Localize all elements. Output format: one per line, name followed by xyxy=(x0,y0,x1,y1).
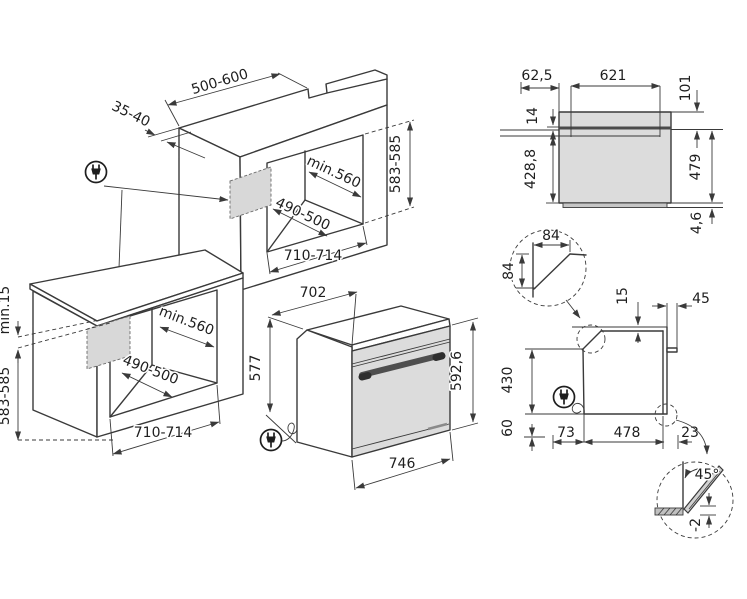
base-cabinet-socket-area xyxy=(86,315,131,370)
profile-rear-bracket xyxy=(666,347,678,353)
dim-niche-height-label: 583-585 xyxy=(388,135,404,194)
oven-door-handle xyxy=(358,352,446,381)
dim-profile-front-inset-label: 73 xyxy=(557,425,575,441)
dim-niche-width: 710-714 xyxy=(266,225,368,275)
angle-detail-angle-label: 45° xyxy=(695,467,720,483)
dim-top-inset-label: 101 xyxy=(678,75,694,102)
dim-profile-rear-gap: 45 xyxy=(652,290,711,348)
dim-base-gap-label: 4,6 xyxy=(689,212,705,234)
dim-oven-depth: 702 xyxy=(267,284,358,346)
dim-oven-front-height: 592,6 xyxy=(448,317,479,431)
tall-cabinet-socket-area xyxy=(229,166,272,220)
dim-profile-bottom: 73 478 23 xyxy=(552,416,700,449)
dim-profile-support-length-label: 478 xyxy=(614,425,641,441)
installation-profile-view: 15 45 430 60 xyxy=(499,286,711,455)
angle-detail-circle xyxy=(656,461,734,539)
dim-oven-front-height-label: 592,6 xyxy=(449,351,465,391)
oven-side-view: 62,5 621 101 14 428,8 xyxy=(500,67,723,236)
dim-rear-height: 479 xyxy=(671,129,723,204)
oven-plug-icon xyxy=(259,428,283,452)
tall-cabinet-view: 500-600 35-40 min.560 490-500 710-714 xyxy=(107,65,415,291)
dim-lower-height-label: 428,8 xyxy=(523,149,539,189)
profile-plug-icon xyxy=(552,385,576,409)
dim-profile-plinth: 60 xyxy=(499,418,545,451)
dim-base-gap: 4,6 xyxy=(667,207,723,236)
dim-profile-rear-gap-label: 45 xyxy=(692,291,710,307)
dim-rear-height-label: 479 xyxy=(688,154,704,181)
dim-lower-height: 428,8 xyxy=(522,136,559,204)
dim-oven-body-height: 577 xyxy=(247,318,297,444)
angle-detail-rail xyxy=(683,465,724,514)
profile-corner-marker xyxy=(654,403,678,427)
dim-top-clearance: min.15 xyxy=(0,284,111,363)
dim-front-offset-label: 62,5 xyxy=(521,68,552,84)
dim-chamfer-height-label: 84 xyxy=(501,262,517,280)
dim-profile-top-gap-label: 15 xyxy=(615,287,631,305)
dim-base-niche-height: 583-585 xyxy=(0,349,113,441)
dim-trim-height-label: 14 xyxy=(525,107,541,125)
dim-oven-body-height-label: 577 xyxy=(248,355,264,382)
dim-profile-side-height-label: 430 xyxy=(500,367,516,394)
power-plug-icon xyxy=(84,160,108,184)
dim-profile-plinth-label: 60 xyxy=(500,419,516,437)
dim-top-front-gap-label: 35-40 xyxy=(109,98,153,130)
dim-profile-top-gap: 15 xyxy=(614,286,642,343)
side-view-dark-band xyxy=(559,126,671,130)
chamfer-detail-circle xyxy=(509,229,587,307)
dim-front-offset: 62,5 xyxy=(520,67,560,112)
base-cabinet-view: min.15 583-585 min.560 490-500 710-714 xyxy=(0,249,244,457)
angle-detail-floor xyxy=(654,507,684,516)
oven-isometric-view: 702 577 592,6 746 xyxy=(247,284,479,491)
dim-chamfer-width-label: 84 xyxy=(542,228,560,244)
dim-base-niche-width: 710-714 xyxy=(109,384,221,457)
oven-side-face xyxy=(296,329,353,458)
dim-trim-height: 14 xyxy=(524,106,559,147)
dim-profile-rear-inset-label: 23 xyxy=(681,425,699,441)
dim-oven-depth-label: 702 xyxy=(300,285,327,301)
side-view-body xyxy=(558,111,672,204)
side-view-base-tray xyxy=(562,202,668,208)
dim-angle-drop-label: -2 xyxy=(688,518,704,532)
dim-angle-drop: -2 xyxy=(687,493,716,533)
dim-base-niche-width-label: 710-714 xyxy=(134,425,193,441)
dim-profile-side-height: 430 xyxy=(499,348,584,415)
profile-power-cord xyxy=(571,403,585,415)
dim-niche-height: 583-585 xyxy=(364,119,415,224)
dim-inner-depth-label: 621 xyxy=(600,68,627,84)
chamfer-detail-view: 84 84 xyxy=(500,227,587,319)
dim-top-inset: 101 xyxy=(671,73,704,148)
dim-niche-width-label: 710-714 xyxy=(284,248,343,264)
dim-oven-width-label: 746 xyxy=(389,456,416,472)
dim-inner-depth: 621 xyxy=(570,67,661,137)
angle-detail-view: 45° -2 xyxy=(654,461,734,539)
dim-top-depth-label: 500-600 xyxy=(190,66,251,98)
profile-chamfer-marker xyxy=(576,324,606,354)
dim-chamfer-width: 84 xyxy=(533,227,571,252)
dim-oven-width: 746 xyxy=(351,431,454,491)
oven-power-cord xyxy=(281,422,298,442)
dim-chamfer-height: 84 xyxy=(500,253,536,289)
dim-base-niche-height-label: 583-585 xyxy=(0,367,13,426)
dim-top-clearance-label: min.15 xyxy=(0,286,13,335)
